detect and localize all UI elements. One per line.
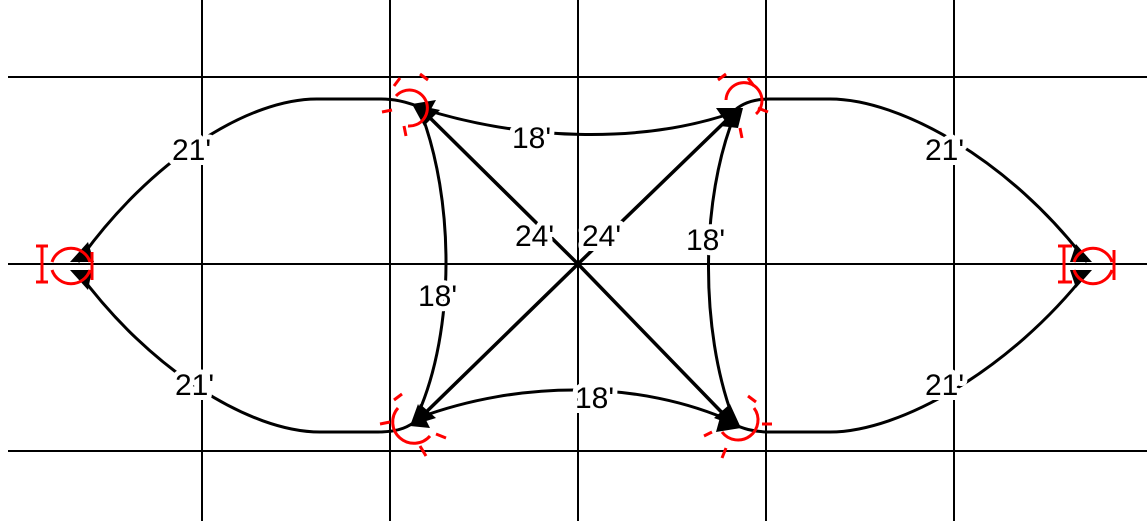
anchor-markers [36, 72, 1116, 459]
anchor-ring [50, 246, 92, 263]
anchor-tick [418, 445, 428, 457]
anchor-ring [1072, 246, 1114, 263]
arc-top-left [76, 97, 419, 263]
anchor-tick [747, 394, 757, 404]
anchor-marker-right [1058, 244, 1116, 286]
anchor-ring [391, 407, 432, 445]
anchor-tick [393, 392, 403, 402]
anchor-tick [757, 106, 769, 114]
anchor-tick [435, 432, 447, 440]
dimension-labels: 21' 21' 21' 21' 18' 18' 18' 18' 24' 24' [167, 117, 969, 420]
label-arc-top-middle: 18' [512, 122, 551, 155]
diagonal-to-bottom-right [576, 262, 735, 426]
anchor-ring [394, 88, 429, 128]
arc-left-vertical [416, 109, 448, 415]
label-arc-right-vertical: 18' [686, 224, 725, 257]
arrowhead [716, 410, 741, 432]
anchor-tick [703, 430, 713, 438]
anchor-marker-left [36, 244, 94, 286]
label-arc-top-left: 21' [172, 134, 211, 167]
anchor-ring [1072, 269, 1114, 286]
label-arc-bottom-middle: 18' [575, 382, 614, 415]
anchor-tick [746, 77, 756, 87]
anchor-tick [379, 420, 391, 426]
anchor-marker-top-left [381, 72, 429, 137]
connectors [76, 97, 1089, 434]
anchor-tick [720, 447, 728, 459]
arrowhead [720, 108, 743, 128]
anchor-tick [392, 77, 402, 87]
arrowhead [410, 404, 430, 428]
anchor-ring [50, 269, 92, 286]
anchor-tick [717, 72, 727, 82]
diagonal-to-top-left [418, 106, 580, 266]
diagonal-to-top-right [576, 110, 737, 266]
label-diagonal-left: 24' [515, 220, 554, 253]
arrowhead [716, 108, 743, 128]
anchor-tick [402, 125, 408, 137]
anchor-tick [738, 127, 744, 139]
arc-bottom-left [76, 271, 418, 434]
anchor-tick [381, 108, 393, 114]
anchor-ring [720, 407, 760, 442]
diagonals [416, 106, 737, 426]
grid [8, 0, 1147, 521]
label-arc-top-right: 21' [925, 134, 964, 167]
label-arc-left-vertical: 18' [418, 280, 457, 313]
label-diagonal-right: 24' [582, 220, 621, 253]
diagonal-to-bottom-left [416, 262, 580, 422]
anchor-marker-bottom-right [703, 394, 772, 459]
arc-right-vertical [707, 113, 737, 419]
arrowhead [412, 100, 436, 122]
anchor-marker-bottom-left [379, 392, 447, 457]
label-arc-bottom-right: 21' [925, 369, 964, 402]
anchor-tick [419, 72, 429, 82]
arc-top-middle [419, 106, 736, 136]
arc-top-right [734, 97, 1089, 263]
anchor-marker-top-right [717, 72, 769, 139]
arc-bottom-middle [417, 388, 734, 424]
arc-bottom-right [732, 271, 1089, 434]
label-arc-bottom-left: 21' [175, 369, 214, 402]
